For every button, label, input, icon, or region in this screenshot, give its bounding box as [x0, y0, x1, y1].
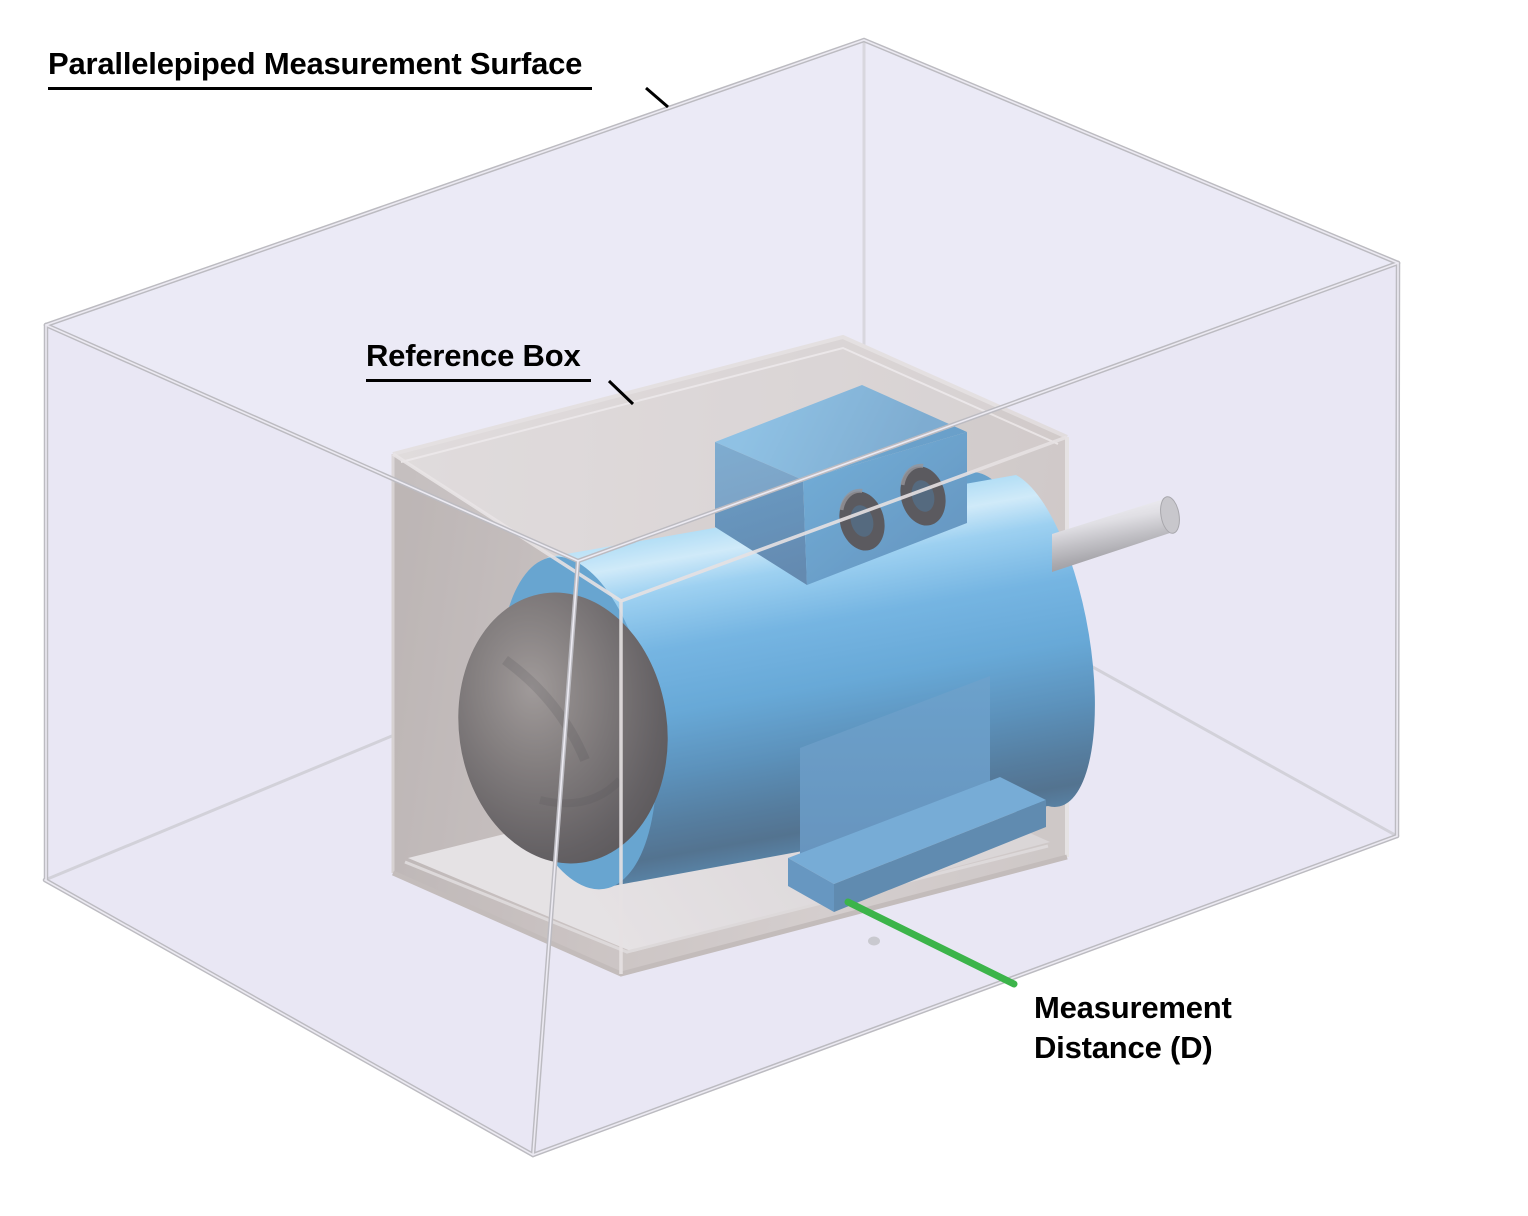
surface-front-right-face	[533, 263, 1398, 1155]
dome-reflection-1	[502, 655, 590, 762]
motor-fan-cover-dome	[458, 592, 668, 864]
measurement-distance-label-line1: Measurement	[1034, 990, 1232, 1025]
surface-front-vertical-edge-core	[532, 560, 579, 1156]
motor	[458, 385, 1180, 912]
motor-shaft	[1052, 497, 1170, 572]
motor-foot-flange-front-right	[834, 800, 1046, 912]
reference-box-label: Reference Box	[366, 338, 591, 382]
terminal-box-top-face	[715, 385, 967, 480]
measurement-distance-line	[844, 898, 1018, 988]
ring-2-highlight	[900, 463, 924, 486]
reference-box-top-rim	[392, 334, 1068, 456]
surface-edges	[42, 37, 1401, 1158]
measurement-distance	[844, 898, 1018, 988]
surface-top-back-edges-core	[45, 39, 1399, 326]
motor-foot-flange-top	[788, 777, 1046, 884]
measurement-distance-label-line2: Distance (D)	[1034, 1030, 1213, 1065]
motor-shaft-end	[1160, 496, 1180, 534]
leader-lines	[607, 86, 669, 406]
dome-reflection-2	[539, 777, 623, 808]
motor-foot-riser	[800, 676, 990, 858]
measurement-surface-front	[42, 37, 1401, 1158]
ring-1-highlight	[839, 488, 863, 511]
surface-front-left-face	[45, 325, 578, 1155]
surface-top-face	[46, 40, 1398, 561]
surface-right-edge-core	[1396, 262, 1399, 837]
surface-label-leader	[645, 86, 669, 109]
measurement-distance-label: Measurement Distance (D)	[1034, 988, 1232, 1068]
refbox-label-leader	[607, 379, 635, 406]
measurement-surface-label: Parallelepiped Measurement Surface	[48, 46, 593, 90]
terminal-box-left-face	[715, 442, 807, 585]
floor-dot	[868, 936, 880, 946]
motor-foot-flange-front-left	[788, 858, 834, 912]
refbox-front-top-right-edge	[620, 435, 1068, 603]
